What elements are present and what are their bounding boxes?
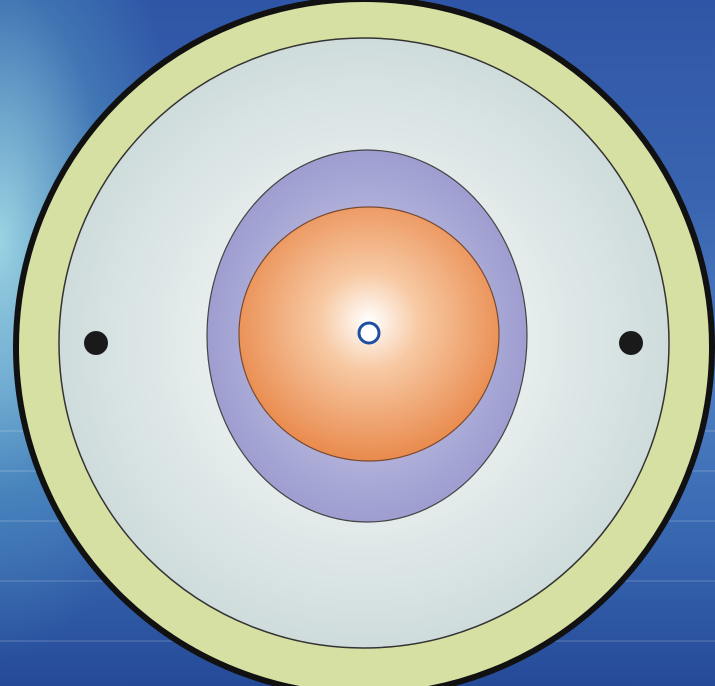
center-nucleus (359, 323, 379, 343)
right-dot (619, 331, 643, 355)
left-dot (84, 331, 108, 355)
